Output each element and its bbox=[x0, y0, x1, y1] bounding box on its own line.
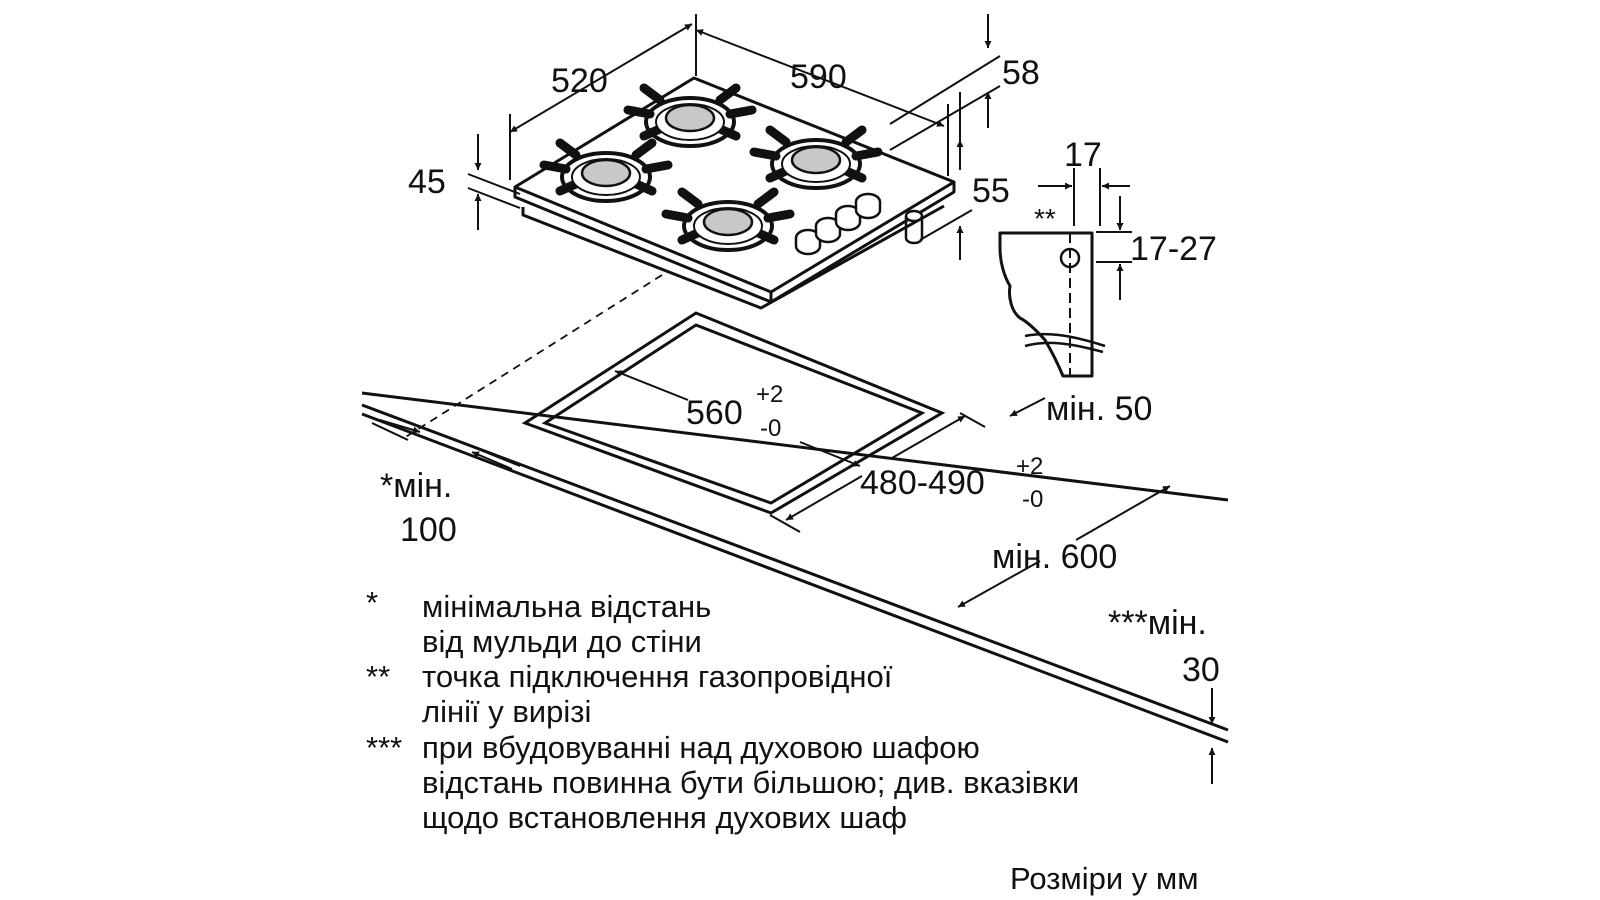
burner-ring bbox=[770, 138, 862, 190]
dim-min-30-label: ***мін. bbox=[1108, 604, 1207, 642]
dim-cutout-depth-tol-minus: -0 bbox=[1022, 486, 1043, 513]
pan-support bbox=[539, 138, 673, 196]
gas-connection-point bbox=[1059, 247, 1081, 269]
cutout-outer bbox=[521, 311, 946, 515]
dim-min-50: мін. 50 bbox=[1046, 390, 1152, 428]
worktop-front-edge-upper bbox=[361, 403, 1229, 732]
worktop-top-edge bbox=[361, 391, 1229, 502]
cutout-inner bbox=[541, 323, 926, 505]
hob-body bbox=[521, 204, 945, 310]
hob-projection-line bbox=[403, 274, 663, 439]
dim-depth-520: 520 bbox=[551, 62, 608, 100]
burner-2 bbox=[539, 138, 673, 203]
worktop-front-edge-lower bbox=[361, 412, 1229, 744]
pan-support bbox=[749, 125, 883, 183]
dim-cutout-width: 560 bbox=[686, 394, 743, 432]
dimension-labels: 520 590 45 58 55 17 ** 17-27 560 +2 -0 4… bbox=[380, 54, 1220, 689]
burner-cap bbox=[580, 158, 632, 188]
dim-min-600: мін. 600 bbox=[992, 538, 1117, 576]
dim-worktop-17-27: 17-27 bbox=[1130, 230, 1217, 268]
pan-support bbox=[661, 187, 795, 245]
dim-height-45: 45 bbox=[408, 163, 446, 201]
dim-double-star: ** bbox=[1034, 203, 1056, 234]
burner-ring bbox=[682, 200, 774, 252]
dim-min-100-value: 100 bbox=[400, 511, 457, 549]
mounting-bracket bbox=[998, 231, 1106, 378]
burner-cap bbox=[702, 207, 754, 237]
dim-cutout-depth: 480-490 bbox=[860, 464, 985, 502]
worktop-drawing bbox=[361, 274, 1229, 744]
dim-cutout-width-tol-minus: -0 bbox=[760, 415, 781, 442]
burner-cap bbox=[790, 145, 842, 175]
dimension-lines bbox=[371, 14, 1216, 784]
dim-clearance-58: 58 bbox=[1002, 54, 1040, 92]
dim-min-30-value: 30 bbox=[1182, 651, 1220, 689]
dim-cutout-depth-tol-plus: +2 bbox=[1016, 453, 1043, 480]
dim-cutout-width-tol-plus: +2 bbox=[756, 381, 783, 408]
burner-cap bbox=[664, 103, 716, 133]
dim-clearance-55: 55 bbox=[972, 172, 1010, 210]
burner-4 bbox=[661, 187, 795, 252]
dim-width-590: 590 bbox=[790, 58, 847, 96]
control-knobs bbox=[794, 192, 882, 256]
dim-bracket-17: 17 bbox=[1064, 136, 1102, 174]
burner-3 bbox=[749, 125, 883, 190]
dim-min-100-label: *мін. bbox=[380, 467, 452, 505]
burner-ring bbox=[560, 151, 652, 203]
